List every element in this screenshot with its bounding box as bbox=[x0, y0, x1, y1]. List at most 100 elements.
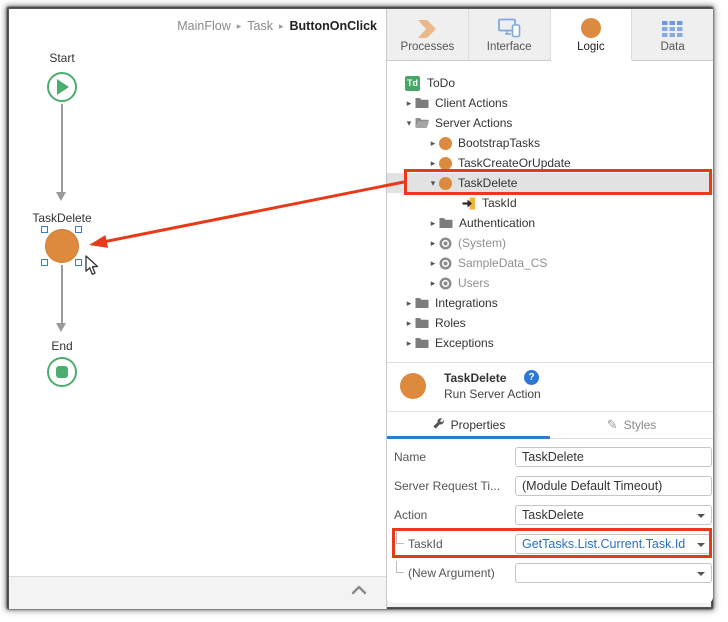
reference-icon bbox=[439, 277, 452, 290]
tab-logic-label: Logic bbox=[577, 41, 605, 53]
new-argument-dropdown[interactable] bbox=[515, 563, 712, 583]
processes-icon bbox=[416, 16, 438, 38]
tab-logic[interactable]: Logic bbox=[550, 9, 633, 61]
expander-icon[interactable]: ▸ bbox=[430, 217, 436, 228]
selected-element-title: TaskDelete bbox=[444, 371, 507, 385]
breadcrumb-mainflow[interactable]: MainFlow bbox=[177, 19, 231, 33]
tree-item-label: Roles bbox=[435, 316, 466, 330]
reference-icon bbox=[439, 257, 452, 270]
tree-item-label: ToDo bbox=[427, 76, 456, 90]
folder-icon bbox=[415, 337, 429, 349]
expander-icon[interactable]: ▸ bbox=[406, 317, 412, 328]
tab-styles[interactable]: ✎ Styles bbox=[550, 412, 713, 438]
tree-item-sampledata-cs[interactable]: ▸ SampleData_CS bbox=[387, 253, 713, 273]
name-input[interactable]: TaskDelete bbox=[515, 447, 712, 467]
tree-item-server-actions[interactable]: ▾ Server Actions bbox=[387, 113, 713, 133]
breadcrumb: MainFlow ▸ Task ▸ ButtonOnClick bbox=[177, 19, 377, 33]
connector-taskdelete-end bbox=[61, 265, 63, 323]
end-node[interactable] bbox=[47, 357, 77, 387]
reference-icon bbox=[439, 237, 452, 250]
dropdown-caret-icon bbox=[697, 514, 705, 518]
field-label: Action bbox=[394, 508, 428, 522]
tree-item-label: (System) bbox=[458, 236, 506, 250]
selection-handle[interactable] bbox=[75, 259, 82, 266]
tree-item-integrations[interactable]: ▸ Integrations bbox=[387, 293, 713, 313]
tree-item-label: Server Actions bbox=[435, 116, 513, 130]
selection-handle[interactable] bbox=[75, 226, 82, 233]
folder-icon bbox=[439, 217, 453, 229]
server-action-icon bbox=[400, 373, 426, 399]
tree-item-bootstraptasks[interactable]: ▸ BootstrapTasks bbox=[387, 133, 713, 153]
field-server-request-timeout: Server Request Ti... (Module Default Tim… bbox=[394, 476, 712, 496]
selection-handle[interactable] bbox=[41, 226, 48, 233]
expander-icon[interactable]: ▾ bbox=[430, 177, 436, 188]
breadcrumb-buttononclick: ButtonOnClick bbox=[289, 19, 378, 33]
expander-icon[interactable]: ▸ bbox=[430, 277, 436, 288]
help-icon[interactable]: ? bbox=[524, 370, 539, 385]
field-value: TaskDelete bbox=[522, 508, 584, 522]
expander-icon[interactable]: ▸ bbox=[430, 157, 436, 168]
tree-item-taskid[interactable]: TaskId bbox=[387, 193, 713, 213]
tree-item-todo-module[interactable]: Td ToDo bbox=[387, 73, 713, 93]
tab-interface[interactable]: Interface bbox=[469, 9, 551, 60]
server-action-icon bbox=[439, 156, 452, 170]
field-label: TaskId bbox=[408, 537, 443, 551]
tree-item-taskcreateorupdate[interactable]: ▸ TaskCreateOrUpdate bbox=[387, 153, 713, 173]
action-dropdown[interactable]: TaskDelete bbox=[515, 505, 712, 525]
tab-styles-label: Styles bbox=[623, 418, 657, 432]
expander-icon[interactable]: ▸ bbox=[430, 137, 436, 148]
server-action-icon bbox=[439, 176, 452, 190]
service-studio-window: MainFlow ▸ Task ▸ ButtonOnClick Start Ta… bbox=[8, 8, 713, 609]
taskdelete-node[interactable] bbox=[45, 229, 79, 263]
tree-item-label: Integrations bbox=[435, 296, 498, 310]
expander-icon[interactable]: ▸ bbox=[406, 337, 412, 348]
field-taskid: TaskId GetTasks.List.Current.Task.Id bbox=[394, 532, 712, 554]
field-label: Server Request Ti... bbox=[394, 479, 501, 493]
expand-panel-button[interactable] bbox=[350, 583, 372, 601]
field-label: Name bbox=[394, 450, 427, 464]
tab-processes[interactable]: Processes bbox=[387, 9, 469, 60]
breadcrumb-separator-icon: ▸ bbox=[278, 20, 284, 31]
expander-icon[interactable]: ▸ bbox=[406, 97, 412, 108]
start-node[interactable] bbox=[47, 72, 77, 102]
tree-item-authentication[interactable]: ▸ Authentication bbox=[387, 213, 713, 233]
flow-canvas[interactable]: MainFlow ▸ Task ▸ ButtonOnClick Start Ta… bbox=[9, 9, 386, 576]
tree-item-client-actions[interactable]: ▸ Client Actions bbox=[387, 93, 713, 113]
taskid-expression-dropdown[interactable]: GetTasks.List.Current.Task.Id bbox=[515, 534, 712, 554]
tree-item-roles[interactable]: ▸ Roles bbox=[387, 313, 713, 333]
wrench-icon bbox=[432, 417, 445, 433]
connector-start-taskdelete bbox=[61, 104, 63, 192]
field-action: Action TaskDelete bbox=[394, 505, 712, 525]
play-icon bbox=[57, 79, 69, 95]
tree-item-exceptions[interactable]: ▸ Exceptions bbox=[387, 333, 713, 353]
tab-data[interactable]: Data bbox=[632, 9, 713, 60]
tree-item-taskdelete[interactable]: ▾ TaskDelete bbox=[387, 173, 713, 193]
bottom-collapse-bar bbox=[9, 576, 386, 609]
folder-icon bbox=[415, 317, 429, 329]
field-name: Name TaskDelete bbox=[394, 447, 712, 467]
breadcrumb-task[interactable]: Task bbox=[247, 19, 273, 33]
dropdown-caret-icon bbox=[697, 572, 705, 576]
right-panel: Processes Interface Logic bbox=[387, 9, 713, 603]
expander-icon[interactable]: ▸ bbox=[406, 297, 412, 308]
logic-canvas-column: MainFlow ▸ Task ▸ ButtonOnClick Start Ta… bbox=[9, 9, 387, 609]
tab-properties[interactable]: Properties bbox=[387, 412, 550, 439]
tree-item-system[interactable]: ▸ (System) bbox=[387, 233, 713, 253]
connector-arrowhead-icon bbox=[56, 192, 66, 201]
tab-data-label: Data bbox=[660, 41, 685, 53]
folder-icon bbox=[415, 297, 429, 309]
tab-interface-label: Interface bbox=[486, 41, 532, 53]
logic-icon bbox=[580, 16, 601, 38]
tree-item-users[interactable]: ▸ Users bbox=[387, 273, 713, 293]
selection-handle[interactable] bbox=[41, 259, 48, 266]
dropdown-caret-icon bbox=[697, 543, 705, 547]
expander-icon[interactable]: ▾ bbox=[406, 117, 412, 128]
breadcrumb-separator-icon: ▸ bbox=[236, 20, 242, 31]
server-request-timeout-input[interactable]: (Module Default Timeout) bbox=[515, 476, 712, 496]
interface-icon bbox=[497, 16, 521, 38]
selected-element-type: Run Server Action bbox=[444, 387, 541, 401]
expander-icon[interactable]: ▸ bbox=[430, 257, 436, 268]
pencil-icon: ✎ bbox=[606, 417, 618, 432]
tree-item-label: Client Actions bbox=[435, 96, 508, 110]
expander-icon[interactable]: ▸ bbox=[430, 237, 436, 248]
